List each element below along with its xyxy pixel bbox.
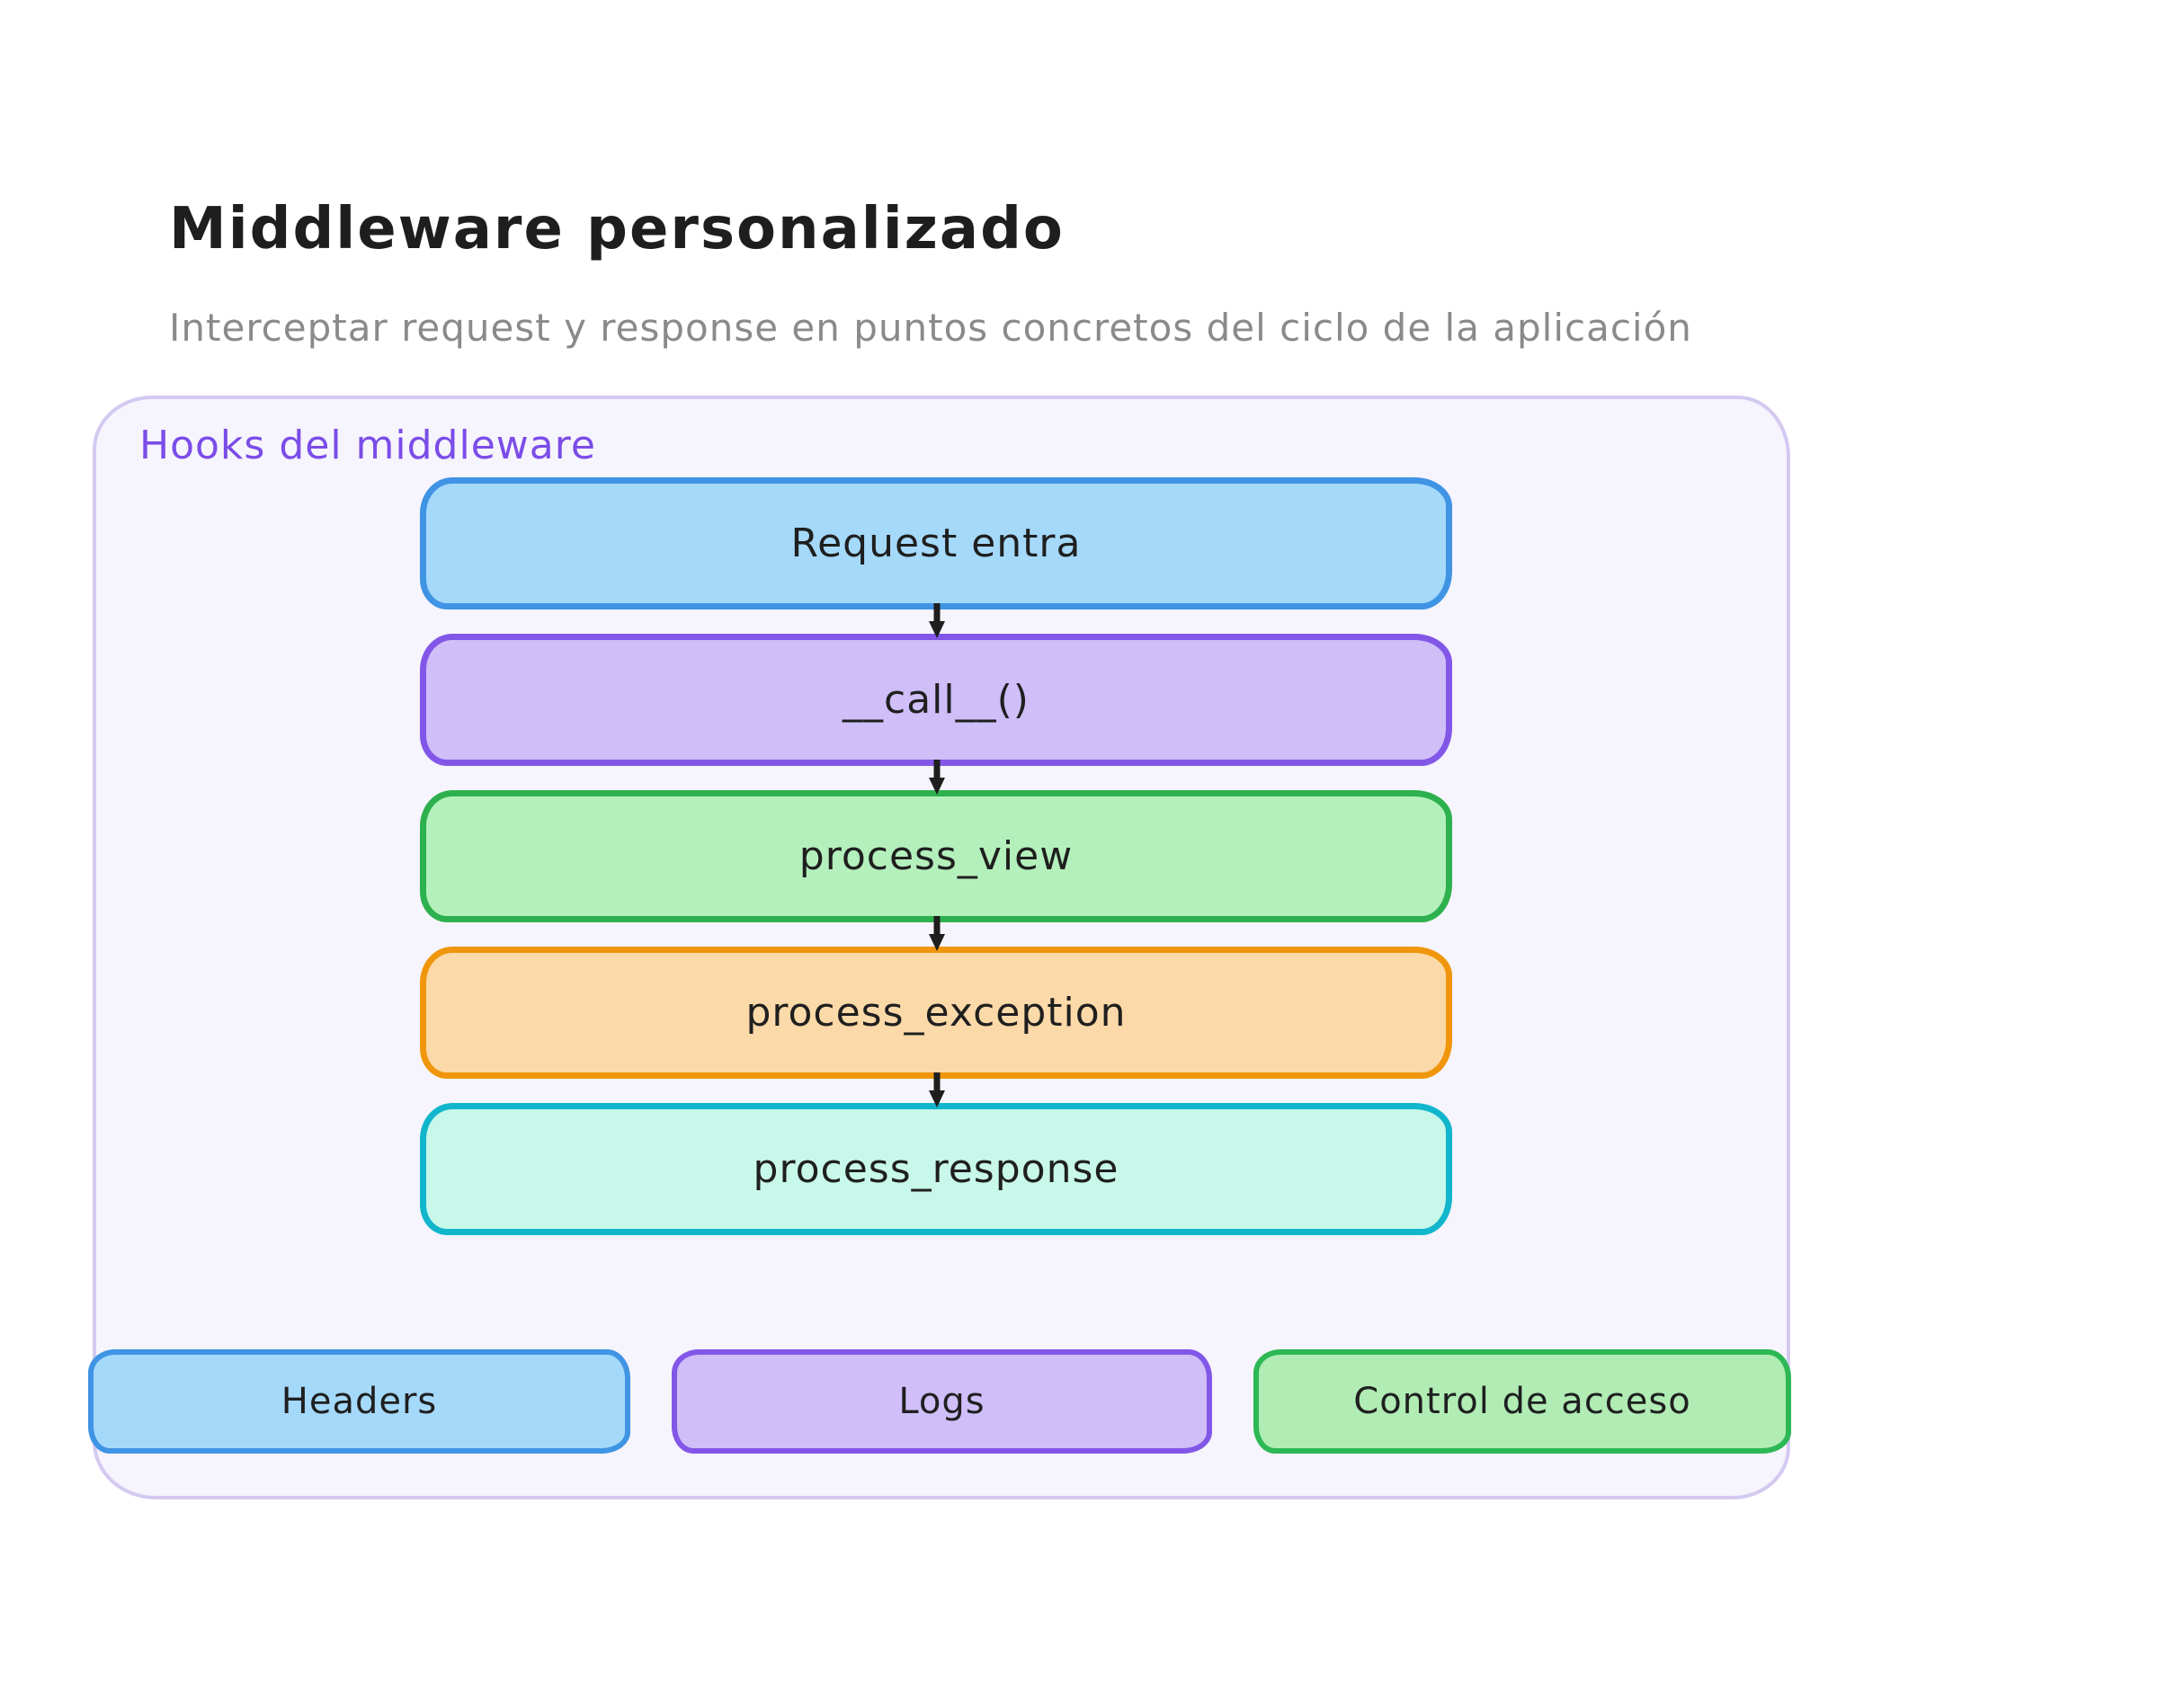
arrow-down-icon (924, 603, 950, 639)
flow-node-call: __call__() (420, 634, 1452, 766)
tag-logs-label: Logs (898, 1381, 985, 1422)
flow-node-process-view-label: process_view (798, 833, 1074, 879)
flow-node-request-entra: Request entra (420, 477, 1452, 609)
page-subtitle: Interceptar request y response en puntos… (169, 306, 1692, 350)
flow-node-process-view: process_view (420, 790, 1452, 922)
arrow-down-icon (924, 1072, 950, 1108)
flow-node-process-exception-label: process_exception (745, 990, 1127, 1036)
hooks-panel-label: Hooks del middleware (139, 423, 596, 468)
tag-control-de-acceso-label: Control de acceso (1353, 1381, 1691, 1422)
flow-node-call-label: __call__() (843, 677, 1030, 723)
arrow-down-icon (924, 916, 950, 952)
page-title: Middleware personalizado (169, 196, 1065, 262)
tag-logs: Logs (672, 1349, 1212, 1454)
flow-node-request-entra-label: Request entra (790, 520, 1082, 566)
tag-headers: Headers (88, 1349, 630, 1454)
arrow-down-icon (924, 760, 950, 796)
flow-node-process-response-label: process_response (753, 1146, 1119, 1192)
tag-headers-label: Headers (281, 1381, 438, 1422)
tag-control-de-acceso: Control de acceso (1253, 1349, 1791, 1454)
flow-node-process-response: process_response (420, 1103, 1452, 1235)
flow-node-process-exception: process_exception (420, 947, 1452, 1079)
